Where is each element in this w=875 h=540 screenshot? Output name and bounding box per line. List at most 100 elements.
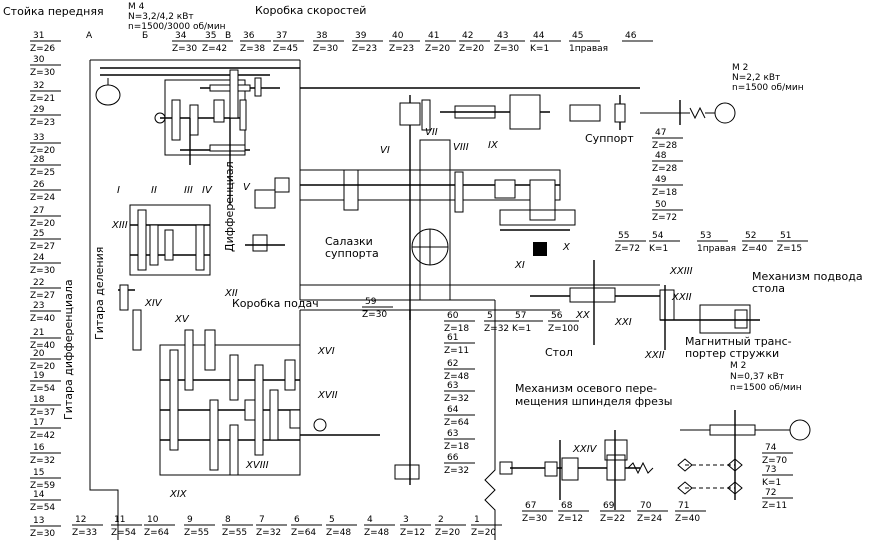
left-label-27-z: Z=20 <box>30 219 55 229</box>
table-assembly <box>530 260 760 350</box>
motor-m2-icon <box>640 102 736 124</box>
left-label-31-num: 31 <box>33 31 44 41</box>
left-label-21-num: 21 <box>33 328 44 338</box>
top-label-34-num: 34 <box>175 31 187 41</box>
left-label-29-num: 29 <box>33 105 45 115</box>
title-front-column: Стойка передняя <box>3 5 104 18</box>
left-label-32-num: 32 <box>33 81 44 91</box>
shaft-label-17: XVIII <box>245 460 269 471</box>
shaft-label-6: VII <box>425 127 438 138</box>
mid-label-57-9-num: 57 <box>515 311 526 321</box>
spindle-label-69-num: 69 <box>603 501 615 511</box>
shaft-label-19: XX <box>575 310 591 321</box>
shaft-label-7: VIII <box>453 142 469 153</box>
mid-label-57-9-z: K=1 <box>512 324 531 334</box>
bottom-label-8-z: Z=55 <box>222 528 247 538</box>
spindle-label-67-z: Z=30 <box>522 514 547 524</box>
mid-label-61-2-z: Z=11 <box>444 346 469 356</box>
top-label-45-z: 1правая <box>569 44 608 54</box>
bottom-label-5-z: Z=48 <box>326 528 351 538</box>
left-label-20-num: 20 <box>33 349 45 359</box>
left-label-27-num: 27 <box>33 206 44 216</box>
shaft-label-20: XXI <box>614 317 632 328</box>
left-label-26-num: 26 <box>33 180 45 190</box>
spindle-label-70-z: Z=24 <box>637 514 662 524</box>
shaft-label-2: III <box>184 185 193 196</box>
left-label-16-z: Z=32 <box>30 456 55 466</box>
conveyor-label-72-z: Z=11 <box>762 501 787 511</box>
bottom-label-9-num: 9 <box>187 515 193 525</box>
mid-label-63-4-z: Z=32 <box>444 394 469 404</box>
mid-label-51-15-num: 51 <box>780 231 791 241</box>
top-label-44-z: K=1 <box>530 44 549 54</box>
left-label-17-z: Z=42 <box>30 431 55 441</box>
mid-label-61-2-num: 61 <box>447 333 458 343</box>
bottom-label-12-num: 12 <box>75 515 86 525</box>
top-label-42-z: Z=20 <box>459 44 484 54</box>
left-label-22-num: 22 <box>33 278 44 288</box>
conveyor-label-72-num: 72 <box>765 488 776 498</box>
spindle-axial-mechanism <box>499 430 654 510</box>
top-label-38-num: 38 <box>316 31 328 41</box>
top-label-43-num: 43 <box>497 31 508 41</box>
mid-label-53-13-z: 1правая <box>697 244 736 254</box>
spindle-label-71-z: Z=40 <box>675 514 700 524</box>
mid-label-60-1-z: Z=18 <box>444 324 469 334</box>
shaft-label-14: XV <box>174 314 190 325</box>
spindle-label-68-z: Z=12 <box>558 514 583 524</box>
shaft-label-18: XIX <box>169 489 188 500</box>
mid-label-55-11-num: 55 <box>618 231 629 241</box>
bottom-label-6-z: Z=64 <box>291 528 316 538</box>
bottom-label-8-num: 8 <box>225 515 231 525</box>
mid-label-62-3-z: Z=48 <box>444 372 469 382</box>
mid-label-51-15-z: Z=15 <box>777 244 802 254</box>
shaft-label-3: IV <box>202 185 213 196</box>
top-label-35-z: Z=42 <box>202 44 227 54</box>
support-label-50-num: 50 <box>655 200 667 210</box>
top-label-41-num: 41 <box>428 31 439 41</box>
shaft-label-16: XVII <box>317 390 338 401</box>
feed-box <box>160 310 420 485</box>
left-label-28-z: Z=25 <box>30 168 55 178</box>
bottom-label-11-num: 11 <box>114 515 125 525</box>
left-label-25-num: 25 <box>33 229 44 239</box>
left-label-17-num: 17 <box>33 418 44 428</box>
left-gear-labels: 31Z=2630Z=3032Z=2129Z=2333Z=2028Z=2526Z=… <box>30 31 61 539</box>
conveyor-label-74-num: 74 <box>765 443 777 453</box>
left-label-30-num: 30 <box>33 55 45 65</box>
bottom-label-7-z: Z=32 <box>256 528 281 538</box>
mid-label-63-4-num: 63 <box>447 381 458 391</box>
top-label-45-num: 45 <box>572 31 583 41</box>
conveyor-label-73-z: K=1 <box>762 478 781 488</box>
bottom-label-7-num: 7 <box>259 515 265 525</box>
top-label-40-num: 40 <box>392 31 404 41</box>
top-label-37-z: Z=45 <box>273 44 298 54</box>
letter-marker-1: Б <box>142 31 148 41</box>
bottom-label-1-num: 1 <box>474 515 480 525</box>
shaft-label-22: XXIII <box>669 266 693 277</box>
bottom-label-3-z: Z=12 <box>400 528 425 538</box>
mid-label-66-7-num: 66 <box>447 453 459 463</box>
speed-gearbox <box>100 67 300 205</box>
shaft-label-9: X <box>562 242 571 253</box>
mid-label-62-3-num: 62 <box>447 359 458 369</box>
left-label-19-num: 19 <box>33 371 45 381</box>
support-assembly <box>300 139 576 301</box>
spindle-label-68-num: 68 <box>561 501 573 511</box>
top-label-40-z: Z=23 <box>389 44 414 54</box>
support-label-48-z: Z=28 <box>652 164 677 174</box>
left-label-22-z: Z=27 <box>30 291 55 301</box>
left-label-26-z: Z=24 <box>30 193 55 203</box>
title-support: Суппорт <box>585 132 634 145</box>
letter-marker-2: В <box>225 31 231 41</box>
mid-label-59-0-num: 59 <box>365 297 377 307</box>
shaft-label-24: XXII <box>671 292 692 303</box>
top-label-46-num: 46 <box>625 31 637 41</box>
spindle-label-71-num: 71 <box>678 501 689 511</box>
mid-label-52-14-num: 52 <box>745 231 756 241</box>
top-label-38-z: Z=30 <box>313 44 338 54</box>
